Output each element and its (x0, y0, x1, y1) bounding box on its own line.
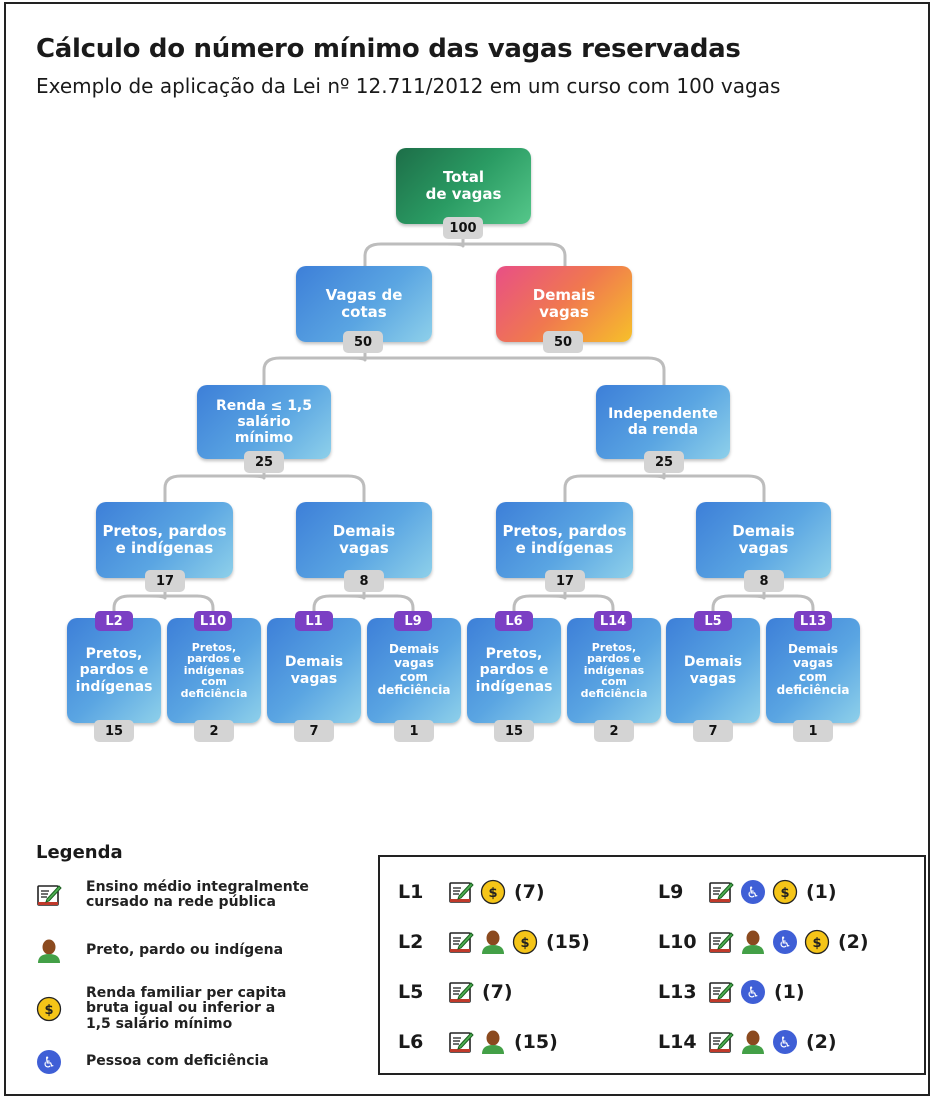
count-l9: 1 (394, 720, 434, 742)
count-ppi-renda: 17 (145, 570, 185, 592)
person-icon (36, 938, 62, 964)
leaf-l10: Pretos, pardos e indígenas com deficiênc… (167, 618, 261, 723)
count-l14: 2 (594, 720, 634, 742)
summary-row-l9: L9 ♿$ (1) (658, 879, 837, 905)
count-demais-vagas: 50 (543, 331, 583, 353)
diagram-frame (4, 2, 930, 1096)
node-independente-renda: Independente da renda (596, 385, 730, 459)
legend-item-ppi: Preto, pardo ou indígena (36, 938, 283, 964)
leaf-l14: Pretos, pardos e indígenas com deficiênc… (567, 618, 661, 723)
count-l5: 7 (693, 720, 733, 742)
person-icon (740, 1029, 766, 1055)
person-icon (480, 1029, 506, 1055)
svg-text:$: $ (44, 1003, 53, 1018)
wheelchair-icon: ♿ (740, 879, 766, 905)
node-demais-renda: Demais vagas (296, 502, 432, 578)
count-total-vagas: 100 (443, 217, 483, 239)
legend-title: Legenda (36, 842, 123, 863)
wheelchair-icon: ♿ (772, 929, 798, 955)
dollar-coin-icon: $ (772, 879, 798, 905)
tag-l9: L9 (394, 611, 432, 631)
legend-item-renda: $ Renda familiar per capita bruta igual … (36, 985, 286, 1032)
summary-row-l1: L1 $ (7) (398, 879, 545, 905)
page-subtitle: Exemplo de aplicação da Lei nº 12.711/20… (36, 74, 781, 98)
tag-l14: L14 (594, 611, 632, 631)
page-title: Cálculo do número mínimo das vagas reser… (36, 34, 741, 64)
notebook-pen-icon (448, 879, 474, 905)
count-vagas-cotas: 50 (343, 331, 383, 353)
node-demais-independente: Demais vagas (696, 502, 831, 578)
tag-l5: L5 (694, 611, 732, 631)
tag-l6: L6 (495, 611, 533, 631)
wheelchair-icon: ♿ (740, 979, 766, 1005)
tag-l10: L10 (194, 611, 232, 631)
notebook-pen-icon (708, 879, 734, 905)
person-icon (480, 929, 506, 955)
tree-connectors (112, 236, 815, 618)
node-ppi-renda: Pretos, pardos e indígenas (96, 502, 233, 578)
legend-item-deficiencia: ♿ Pessoa com deficiência (36, 1049, 269, 1075)
svg-text:♿: ♿ (778, 934, 791, 952)
count-independente-renda: 25 (644, 451, 684, 473)
leaf-l13: Demais vagas com deficiência (766, 618, 860, 723)
dollar-coin-icon: $ (480, 879, 506, 905)
wheelchair-icon: ♿ (772, 1029, 798, 1055)
count-l1: 7 (294, 720, 334, 742)
svg-text:♿: ♿ (746, 984, 759, 1002)
wheelchair-icon: ♿ (36, 1049, 62, 1075)
dollar-coin-icon: $ (36, 996, 62, 1022)
node-ppi-independente: Pretos, pardos e indígenas (496, 502, 633, 578)
legend-item-ensino-publico: Ensino médio integralmente cursado na re… (36, 879, 309, 911)
notebook-pen-icon (708, 929, 734, 955)
svg-text:$: $ (488, 886, 497, 901)
leaf-l1: Demais vagas (267, 618, 361, 723)
summary-row-l6: L6 (15) (398, 1029, 558, 1055)
count-l6: 15 (494, 720, 534, 742)
tag-l2: L2 (95, 611, 133, 631)
person-icon (740, 929, 766, 955)
notebook-pen-icon (448, 929, 474, 955)
notebook-pen-icon (708, 1029, 734, 1055)
count-l10: 2 (194, 720, 234, 742)
count-ppi-independente: 17 (545, 570, 585, 592)
dollar-coin-icon: $ (512, 929, 538, 955)
count-demais-renda: 8 (344, 570, 384, 592)
node-vagas-cotas: Vagas de cotas (296, 266, 432, 342)
node-renda: Renda ≤ 1,5 salário mínimo (197, 385, 331, 459)
count-l2: 15 (94, 720, 134, 742)
notebook-pen-icon (36, 882, 62, 908)
summary-row-l13: L13 ♿ (1) (658, 979, 805, 1005)
svg-text:♿: ♿ (778, 1034, 791, 1052)
leaf-l2: Pretos, pardos e indígenas (67, 618, 161, 723)
summary-box: L1 $ (7) L2 $ (15) L5 (7) L6 (15) L9 ♿$ … (378, 855, 926, 1075)
count-demais-independente: 8 (744, 570, 784, 592)
summary-row-l5: L5 (7) (398, 979, 513, 1005)
node-demais-vagas: Demais vagas (496, 266, 632, 342)
leaf-l6: Pretos, pardos e indígenas (467, 618, 561, 723)
summary-row-l10: L10 ♿$ (2) (658, 929, 869, 955)
svg-text:♿: ♿ (42, 1054, 55, 1072)
notebook-pen-icon (708, 979, 734, 1005)
tag-l1: L1 (295, 611, 333, 631)
notebook-pen-icon (448, 1029, 474, 1055)
svg-text:♿: ♿ (746, 884, 759, 902)
leaf-l9: Demais vagas com deficiência (367, 618, 461, 723)
svg-text:$: $ (520, 936, 529, 951)
dollar-coin-icon: $ (804, 929, 830, 955)
node-total-vagas: Total de vagas (396, 148, 531, 224)
summary-row-l2: L2 $ (15) (398, 929, 590, 955)
svg-text:$: $ (812, 936, 821, 951)
tag-l13: L13 (794, 611, 832, 631)
leaf-l5: Demais vagas (666, 618, 760, 723)
summary-row-l14: L14 ♿ (2) (658, 1029, 837, 1055)
count-renda: 25 (244, 451, 284, 473)
svg-text:$: $ (780, 886, 789, 901)
notebook-pen-icon (448, 979, 474, 1005)
count-l13: 1 (793, 720, 833, 742)
